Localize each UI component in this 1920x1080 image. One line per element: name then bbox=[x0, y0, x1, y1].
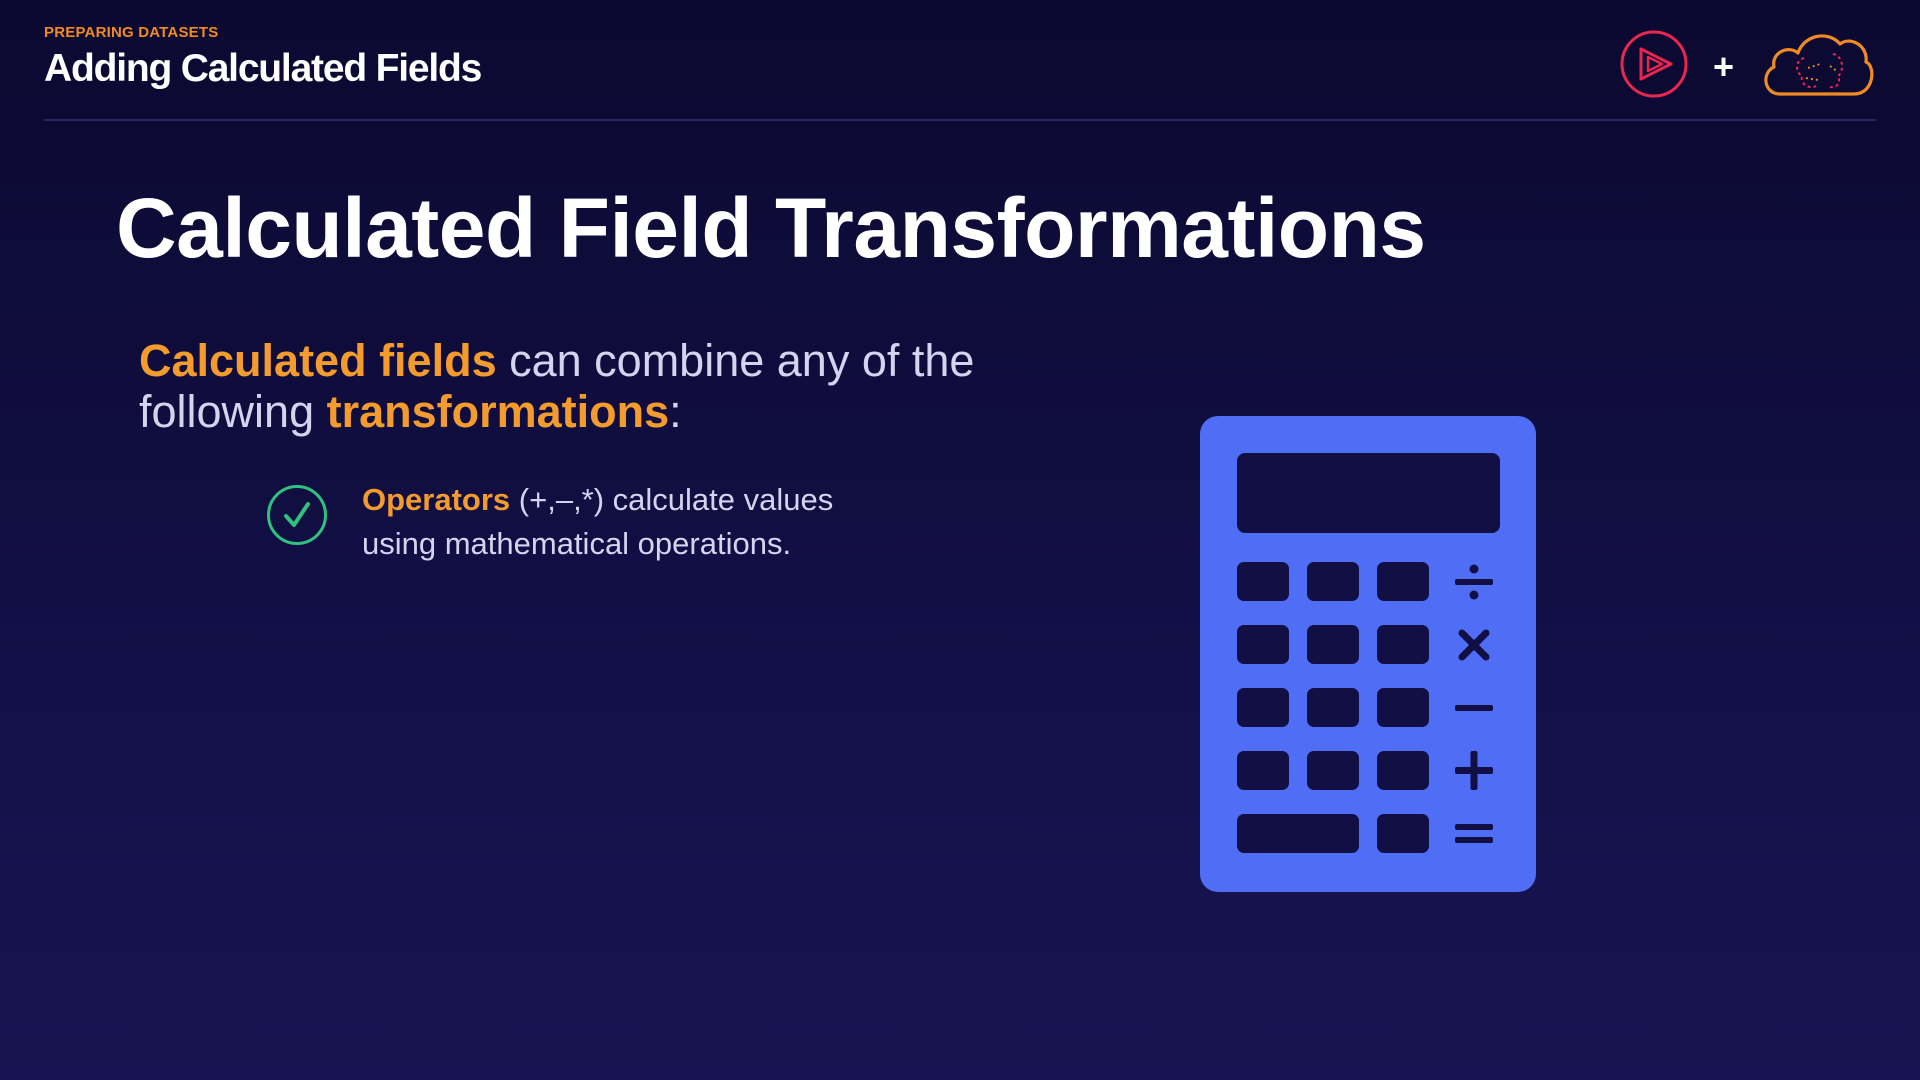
play-circle-icon bbox=[1619, 29, 1689, 104]
intro-text-3: : bbox=[669, 386, 682, 437]
check-circle-icon bbox=[266, 484, 328, 551]
header-divider bbox=[44, 119, 1876, 121]
intro-line-2: following transformations: bbox=[139, 386, 974, 437]
intro-text-1: can combine any of the bbox=[496, 335, 975, 386]
multiply-icon bbox=[1458, 629, 1490, 661]
bullet-highlight-operators: Operators bbox=[362, 482, 511, 517]
intro-line-1: Calculated fields can combine any of the bbox=[139, 335, 974, 386]
divide-icon bbox=[1455, 564, 1493, 600]
cloud-brain-icon bbox=[1758, 28, 1876, 105]
slide-title: Calculated Field Transformations bbox=[116, 181, 1426, 275]
brand-plus: + bbox=[1712, 45, 1734, 87]
bullet-text: Operators (+,–,*) calculate values using… bbox=[362, 478, 833, 566]
brand-logos: + bbox=[1619, 28, 1876, 105]
header: PREPARING DATASETS Adding Calculated Fie… bbox=[44, 24, 482, 91]
intro-text: Calculated fields can combine any of the… bbox=[139, 335, 974, 437]
section-title: Adding Calculated Fields bbox=[44, 47, 482, 90]
minus-icon bbox=[1455, 705, 1493, 711]
bullet-line-2: using mathematical operations. bbox=[362, 526, 792, 561]
intro-text-2: following bbox=[139, 386, 327, 437]
bullet-operators: Operators (+,–,*) calculate values using… bbox=[266, 478, 833, 566]
calculator-display bbox=[1237, 453, 1500, 533]
intro-highlight-transformations: transformations bbox=[326, 386, 670, 437]
calculator-icon bbox=[1200, 416, 1536, 897]
plus-icon bbox=[1455, 751, 1493, 790]
equals-icon bbox=[1455, 824, 1493, 843]
eyebrow-label: PREPARING DATASETS bbox=[44, 24, 219, 41]
intro-highlight-calculated-fields: Calculated fields bbox=[139, 335, 497, 386]
bullet-text-1: (+,–,*) calculate values bbox=[510, 482, 834, 517]
bullet-line-1: Operators (+,–,*) calculate values bbox=[362, 478, 833, 522]
